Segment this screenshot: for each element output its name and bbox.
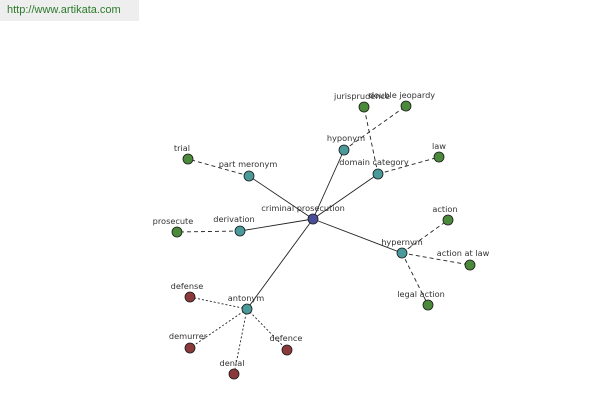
node-action-at-law[interactable] bbox=[464, 259, 476, 271]
label-law[interactable]: law bbox=[432, 141, 446, 151]
label-defense[interactable]: defense bbox=[171, 281, 204, 291]
node-defence[interactable] bbox=[281, 344, 293, 356]
edge-center-domain-category bbox=[312, 173, 379, 220]
label-part-meronym[interactable]: part meronym bbox=[219, 159, 278, 169]
edge-center-hyponym bbox=[312, 149, 345, 220]
node-derivation[interactable] bbox=[234, 225, 246, 237]
node-hypernym[interactable] bbox=[396, 247, 408, 259]
node-hyponym[interactable] bbox=[338, 144, 350, 156]
label-action[interactable]: action bbox=[432, 204, 457, 214]
label-trial[interactable]: trial bbox=[174, 143, 190, 153]
label-action-at-law[interactable]: action at law bbox=[437, 248, 490, 258]
node-trial[interactable] bbox=[182, 153, 194, 165]
edge-hypernym-action-at-law bbox=[401, 252, 471, 266]
edges-layer bbox=[176, 105, 471, 375]
label-legal-action[interactable]: legal action bbox=[397, 289, 445, 299]
edge-antonym-denial bbox=[233, 308, 248, 375]
node-double-jeopardy[interactable] bbox=[400, 100, 412, 112]
edge-antonym-demurrer bbox=[189, 308, 248, 349]
edge-center-part-meronym bbox=[248, 175, 314, 220]
nodes-layer bbox=[171, 100, 476, 380]
edge-antonym-defense bbox=[189, 296, 248, 310]
label-antonym[interactable]: antonym bbox=[228, 293, 264, 303]
label-double-jeopardy[interactable]: double jeopardy bbox=[369, 90, 435, 100]
node-demurrer[interactable] bbox=[184, 342, 196, 354]
edge-center-hypernym bbox=[312, 218, 403, 254]
edge-derivation-prosecute bbox=[176, 230, 241, 233]
node-jurisprudence[interactable] bbox=[358, 101, 370, 113]
label-domain-category[interactable]: domain category bbox=[339, 157, 409, 167]
label-center[interactable]: criminal prosecution bbox=[261, 203, 345, 213]
edge-part-meronym-trial bbox=[187, 158, 250, 177]
edge-domain-category-jurisprudence bbox=[363, 106, 379, 175]
node-denial[interactable] bbox=[228, 368, 240, 380]
label-hyponym[interactable]: hyponym bbox=[327, 133, 365, 143]
node-domain-category[interactable] bbox=[372, 168, 384, 180]
node-antonym[interactable] bbox=[241, 303, 253, 315]
label-jurisprudence[interactable]: jurisprudence bbox=[333, 91, 390, 101]
edge-center-derivation bbox=[239, 218, 314, 232]
node-prosecute[interactable] bbox=[171, 226, 183, 238]
node-legal-action[interactable] bbox=[422, 299, 434, 311]
label-demurrer[interactable]: demurrer bbox=[169, 331, 208, 341]
label-derivation[interactable]: derivation bbox=[213, 214, 254, 224]
node-part-meronym[interactable] bbox=[243, 170, 255, 182]
edge-domain-category-law bbox=[377, 156, 440, 175]
label-prosecute[interactable]: prosecute bbox=[153, 216, 194, 226]
edge-antonym-defence bbox=[246, 308, 288, 351]
source-url-link[interactable]: http://www.artikata.com bbox=[7, 4, 121, 16]
node-action[interactable] bbox=[442, 214, 454, 226]
label-defence[interactable]: defence bbox=[270, 333, 303, 343]
edge-hyponym-double-jeopardy bbox=[343, 105, 407, 151]
edge-center-antonym bbox=[246, 218, 314, 310]
node-center[interactable] bbox=[307, 213, 319, 225]
source-url-bar: http://www.artikata.com bbox=[0, 0, 139, 21]
edge-hypernym-legal-action bbox=[401, 252, 429, 306]
label-hypernym[interactable]: hypernym bbox=[381, 237, 423, 247]
edge-hypernym-action bbox=[401, 219, 449, 254]
node-defense[interactable] bbox=[184, 291, 196, 303]
label-denial[interactable]: denial bbox=[220, 358, 245, 368]
node-law[interactable] bbox=[433, 151, 445, 163]
